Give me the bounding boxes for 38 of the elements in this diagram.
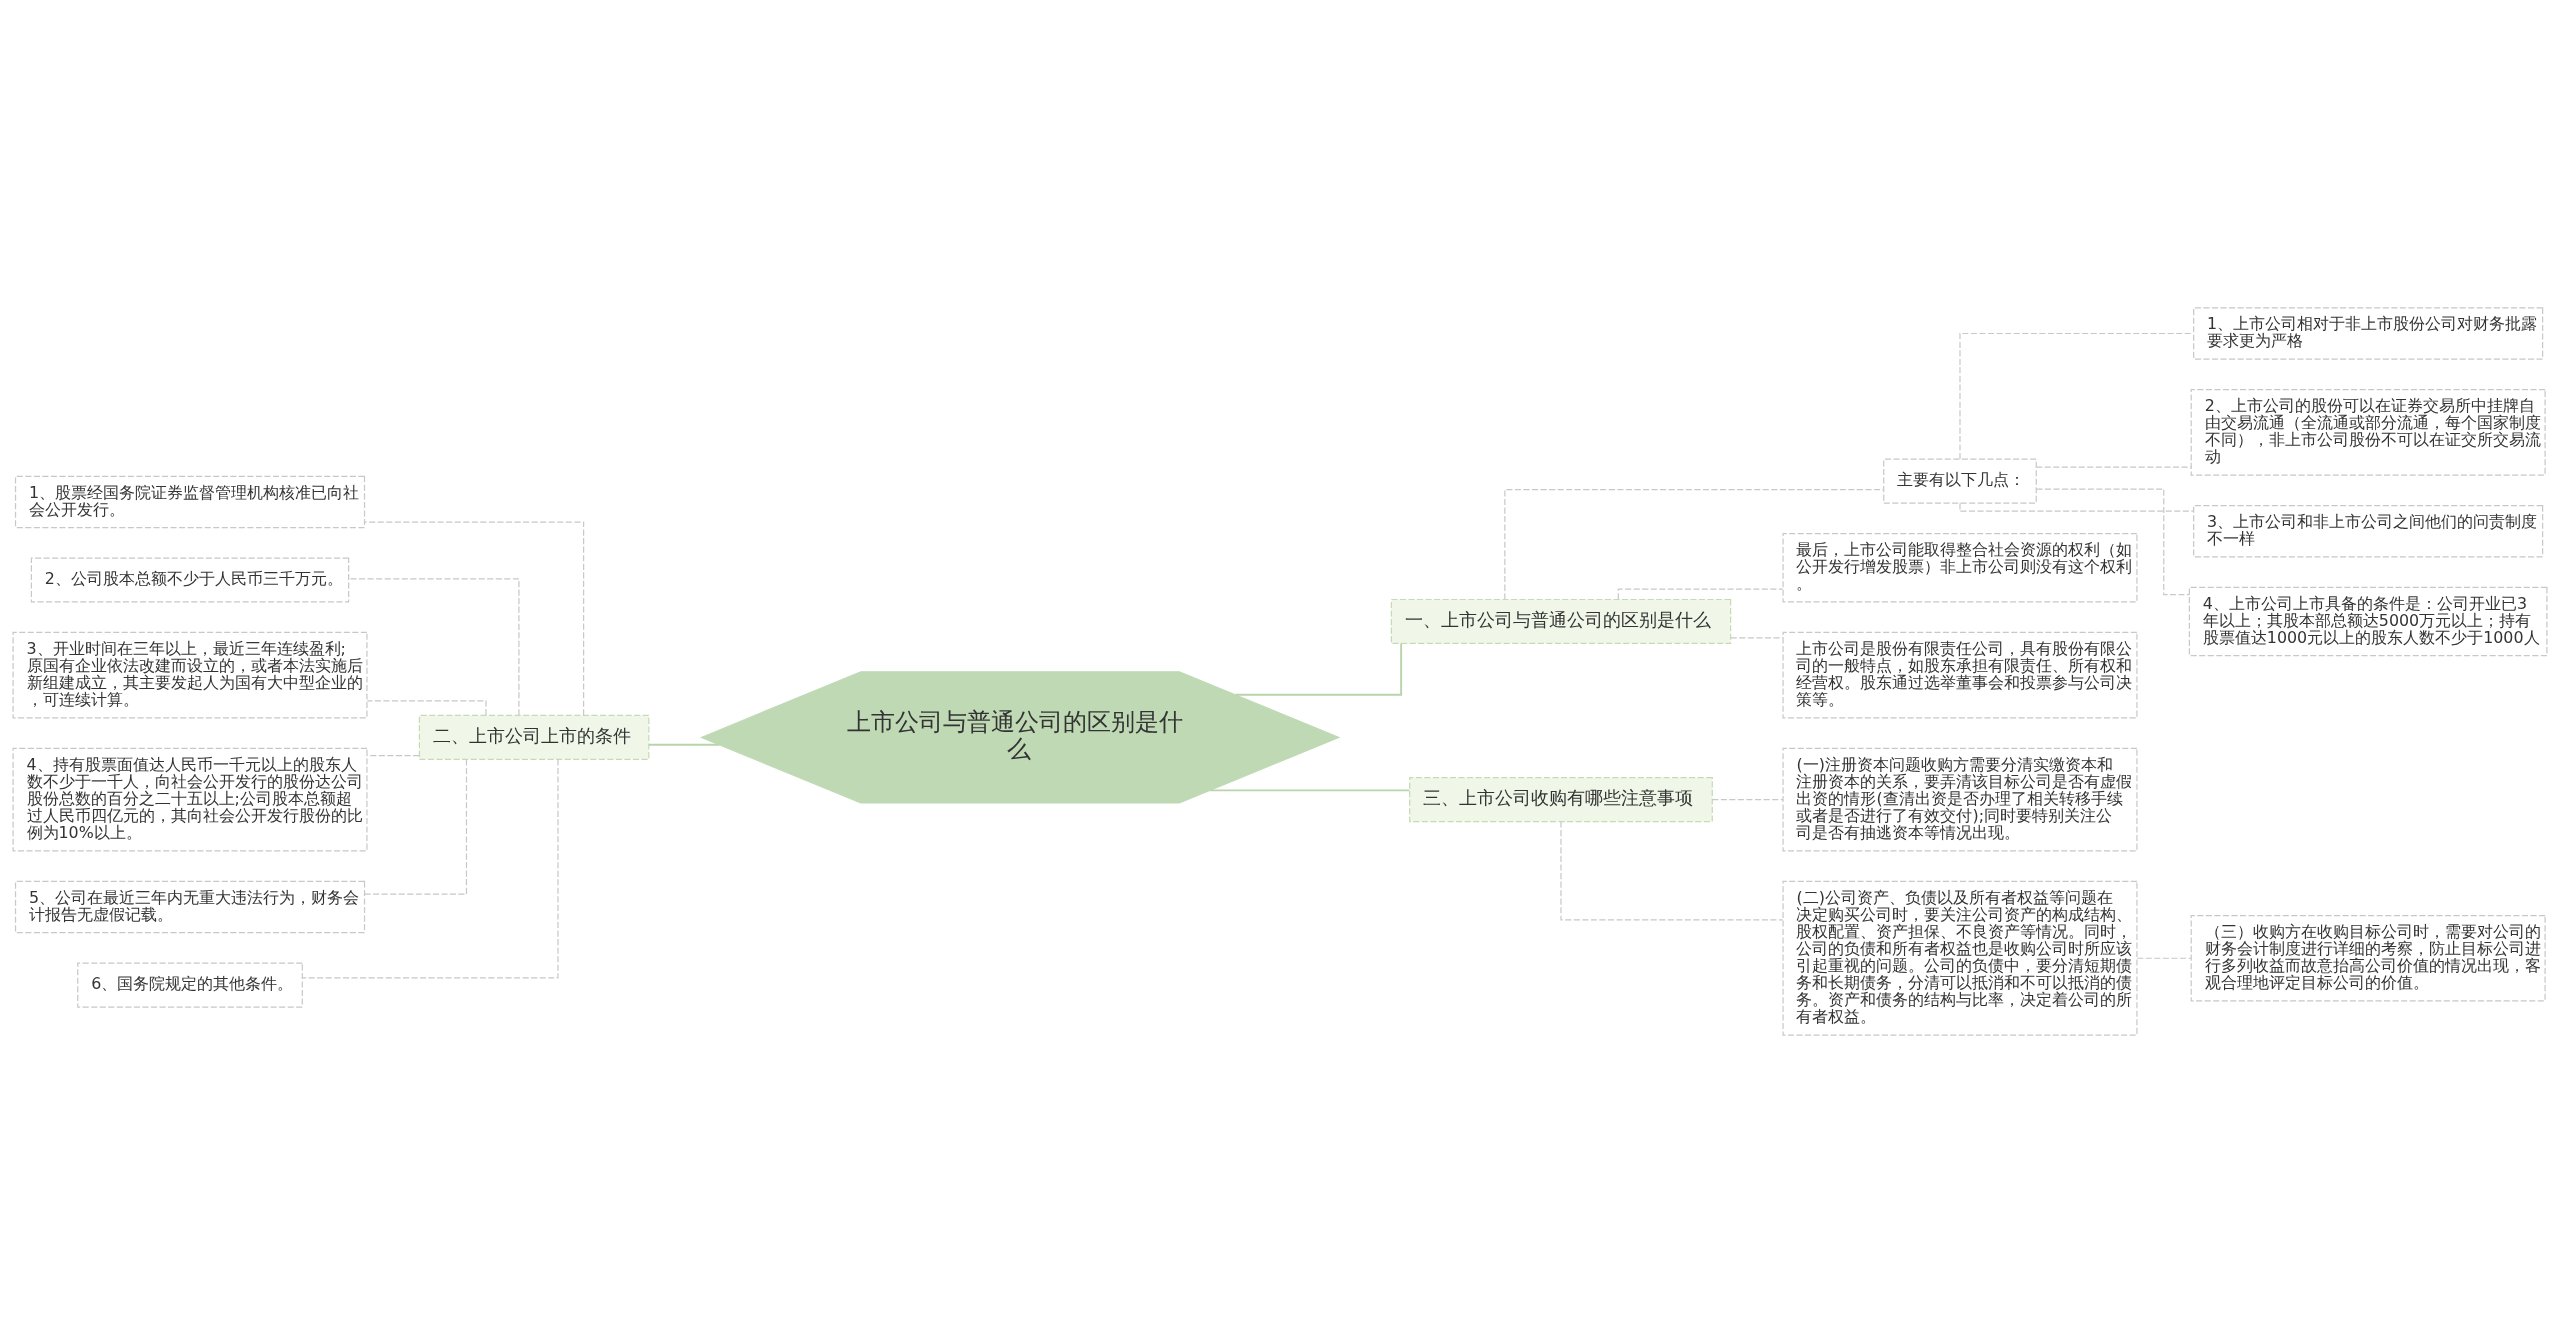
connector bbox=[1959, 332, 2194, 460]
node-box: 最后，上市公司能取得整合社会资源的权利（如公开发行增发股票）非上市公司则没有这个权利。 bbox=[1782, 533, 2138, 603]
connector bbox=[1504, 489, 1884, 600]
connector bbox=[1959, 502, 2194, 512]
connector bbox=[1730, 637, 1784, 639]
node-box: 3、开业时间在三年以上，最近三年连续盈利;原国有企业依法改建而设立的，或者本法实施后新组建成立，其主要发起人为国有大中型企业的，可连续计算。 bbox=[12, 631, 368, 719]
node-box: 一、上市公司与普通公司的区别是什么 bbox=[1390, 598, 1732, 645]
node-box: (二)公司资产、负债以及所有者权益等问题在决定购买公司时，要关注公司资产的构成结构、股权配置、资产担保、不良资产等情况。同时，公司的负债和所有者权益也是收购公司时所应该引起重视的问题。公司的负债中，要分清短期债务和长期债务，分清可以抵消和不可以抵消的债务。资产和债务的结构与比率，决定着公司的所有者权益。 bbox=[1782, 880, 2138, 1036]
connector bbox=[366, 700, 487, 716]
connector bbox=[1617, 588, 1784, 600]
node-box: 1、上市公司相对于非上市股份公司对财务批露要求更为严格 bbox=[2193, 307, 2544, 360]
connector bbox=[1711, 799, 1784, 801]
connector bbox=[2035, 466, 2192, 468]
node-box: (一)注册资本问题收购方需要分清实缴资本和注册资本的关系，要弄清该目标公司是否有虚假出资的情形(查清出资是否办理了相关转移手续或者是否进行了有效交付);同时要特别关注公司是否有抽逃资本等情况出现。 bbox=[1782, 747, 2138, 852]
connector bbox=[366, 755, 420, 757]
node-box: 6、国务院规定的其他条件。 bbox=[77, 962, 303, 1008]
node-box: 2、公司股本总额不少于人民币三千万元。 bbox=[30, 557, 350, 603]
connector bbox=[2136, 957, 2192, 959]
node-box: 上市公司是股份有限责任公司，具有股份有限公司的一般特点，如股东承担有限责任、所有权和经营权。股东通过选举董事会和投票参与公司决策等。 bbox=[1782, 631, 2138, 719]
node-box: 4、上市公司上市具备的条件是：公司开业已3年以上；其股本部总额达5000万元以上；持有股票值达1000元以上的股东人数不少于1000人 bbox=[2188, 586, 2548, 657]
connector bbox=[364, 521, 585, 716]
connector bbox=[647, 743, 721, 746]
node-box: 主要有以下几点： bbox=[1883, 458, 2037, 504]
node-box: 2、上市公司的股份可以在证券交易所中挂牌自由交易流通（全流通或部分流通，每个国家制度不同），非上市公司股份不可以在证交所交易流动 bbox=[2190, 389, 2546, 476]
node-box: 4、持有股票面值达人民币一千元以上的股东人数不少于一千人，向社会公开发行的股份达公司股份总数的百分之二十五以上;公司股本总额超过人民币四亿元的，其向社会公开发行股份的比例为10%以上。 bbox=[12, 747, 368, 852]
connector bbox=[348, 578, 520, 716]
connector bbox=[364, 758, 468, 895]
connector bbox=[1209, 789, 1411, 792]
node-box: 1、股票经国务院证券监督管理机构核准已向社会公开发行。 bbox=[14, 475, 366, 529]
node-box: （三）收购方在收购目标公司时，需要对公司的财务会计制度进行详细的考察，防止目标公司进行多列收益而故意抬高公司价值的情况出现，客观合理地评定目标公司的价值。 bbox=[2190, 914, 2546, 1002]
connector bbox=[1560, 821, 1784, 921]
connector bbox=[1234, 642, 1403, 696]
node-box: 三、上市公司收购有哪些注意事项 bbox=[1409, 777, 1713, 823]
connector bbox=[301, 758, 559, 979]
node-box: 5、公司在最近三年内无重大违法行为，财务会计报告无虚假记载。 bbox=[14, 880, 366, 934]
node-box: 3、上市公司和非上市公司之间他们的问责制度不一样 bbox=[2193, 504, 2544, 558]
connector bbox=[2035, 488, 2190, 596]
node-box: 二、上市公司上市的条件 bbox=[418, 714, 650, 760]
